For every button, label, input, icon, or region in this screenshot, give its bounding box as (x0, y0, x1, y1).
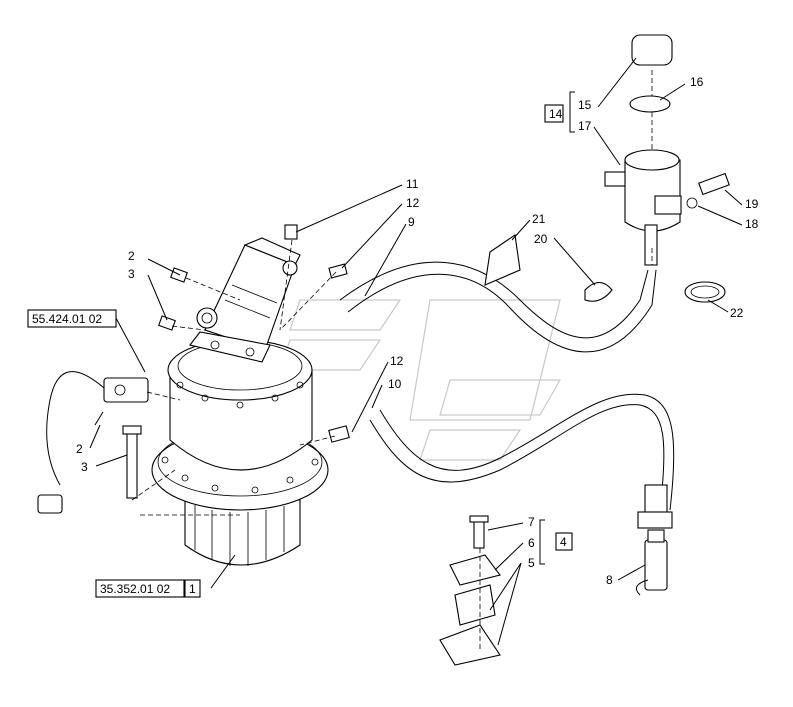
callout-7: 7 (528, 515, 535, 529)
assembly-lines (131, 239, 481, 650)
callout-8: 8 (606, 573, 613, 587)
callout-12-lower: 12 (390, 354, 404, 368)
callout-5: 5 (528, 556, 535, 570)
hoses (339, 261, 675, 529)
callout-9: 9 (408, 215, 415, 229)
oil-reservoir (604, 34, 730, 266)
callout-15: 15 (578, 98, 592, 112)
bracket-assembly (439, 515, 501, 666)
pressure-switch (635, 529, 668, 596)
callout-20: 20 (534, 232, 548, 246)
callout-11: 11 (406, 177, 419, 191)
group-4: 4 (560, 535, 567, 549)
callout-6: 6 (528, 536, 535, 550)
callout-18: 18 (745, 217, 759, 231)
callout-2-lower: 2 (76, 442, 83, 456)
callout-21: 21 (532, 212, 546, 226)
callout-3-upper: 3 (128, 267, 135, 281)
clamps (484, 234, 726, 303)
callout-3-lower: 3 (81, 460, 88, 474)
group-boxes: 14 4 1 (184, 104, 573, 598)
sensor-assembly (37, 371, 149, 514)
swing-reduction-gear (151, 237, 329, 566)
callout-17: 17 (578, 119, 592, 133)
callout-22: 22 (730, 306, 744, 320)
leader-lines (89, 57, 743, 646)
reference-top[interactable]: 55.424.01 02 (32, 312, 102, 326)
callout-12-upper: 12 (406, 196, 420, 210)
group-14: 14 (549, 107, 563, 121)
watermark-logo (279, 299, 562, 461)
callout-2-upper: 2 (128, 249, 135, 263)
callout-labels: 2 3 11 12 9 12 10 2 3 15 16 17 19 18 21 … (76, 75, 759, 587)
callout-10: 10 (388, 377, 402, 391)
group-1: 1 (189, 582, 196, 596)
reference-boxes: 55.424.01 02 35.352.01 02 (27, 309, 185, 598)
reference-bottom[interactable]: 35.352.01 02 (100, 582, 170, 596)
callout-16: 16 (690, 75, 704, 89)
callout-19: 19 (745, 197, 759, 211)
